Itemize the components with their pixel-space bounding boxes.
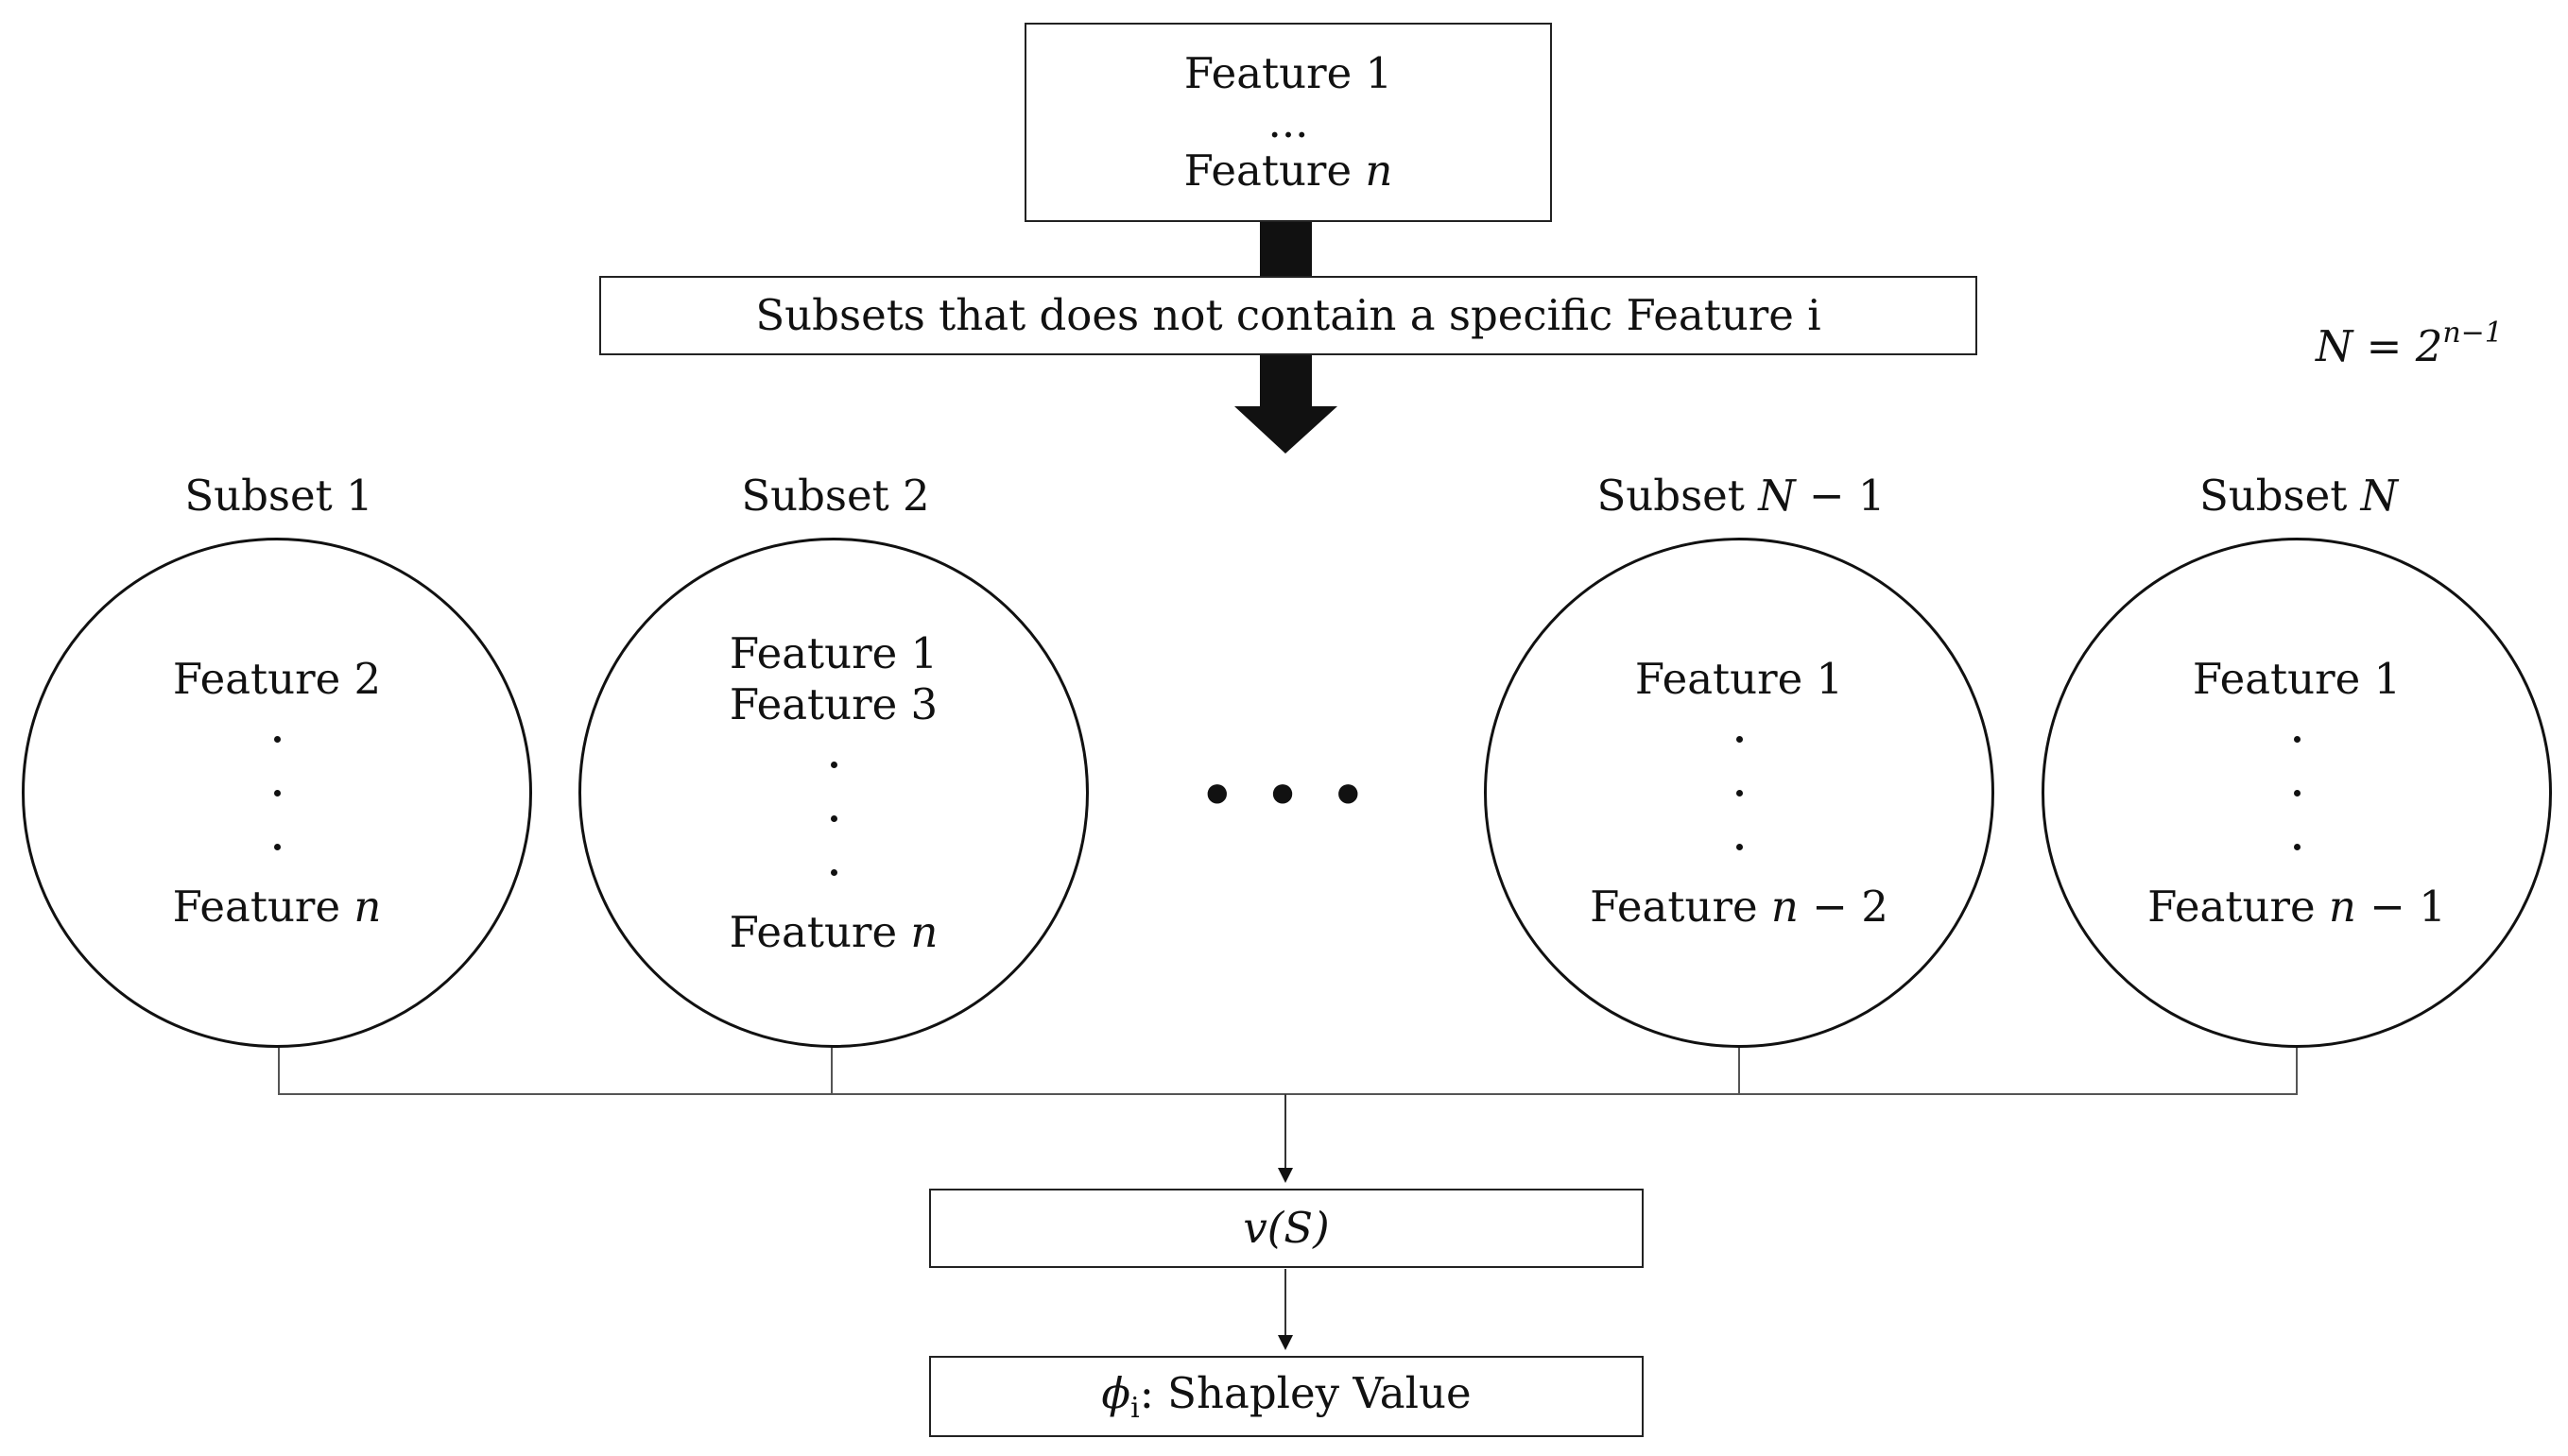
top-feature-last-var: n bbox=[1365, 146, 1393, 197]
vertical-dot bbox=[273, 735, 281, 743]
subset-n-minus-1-feature: Feature 1 bbox=[1634, 653, 1844, 704]
subset-n-last-feature: Feature n − 1 bbox=[2147, 882, 2446, 933]
subset-1-last-feature: Feature n bbox=[173, 882, 382, 933]
vertical-dot bbox=[273, 789, 281, 797]
thick-arrow-shaft-lower bbox=[1260, 354, 1312, 406]
subsets-box: Subsets that does not contain a specific… bbox=[599, 276, 1977, 355]
subsets-box-label: Subsets that does not contain a specific… bbox=[755, 290, 1821, 340]
subset-n-minus-1-last-suffix: − 2 bbox=[1798, 881, 1888, 932]
top-feature-last: Feature n bbox=[1184, 146, 1393, 197]
subset-1-label: Subset 1 bbox=[90, 471, 468, 521]
top-feature-first: Feature 1 bbox=[1183, 47, 1393, 98]
vertical-dot bbox=[1735, 843, 1743, 850]
vertical-dot bbox=[830, 868, 837, 876]
subset-n-minus-1-last-var: n bbox=[1770, 881, 1799, 932]
shapley-symbol: ϕ bbox=[1101, 1367, 1131, 1418]
subset-n-minus-1-last-feature: Feature n − 2 bbox=[1590, 882, 1888, 933]
shapley-text: : Shapley Value bbox=[1139, 1367, 1472, 1418]
vertical-dot bbox=[2293, 843, 2301, 850]
shapley-subscript: i bbox=[1130, 1391, 1140, 1425]
shapley-value-label: ϕi: Shapley Value bbox=[1101, 1368, 1471, 1426]
formula-exponent: n−1 bbox=[2442, 317, 2503, 350]
subset-2-last-feature: Feature n bbox=[730, 907, 939, 958]
shapley-value-box: ϕi: Shapley Value bbox=[929, 1356, 1644, 1437]
subset-2-feature-b: Feature 3 bbox=[729, 678, 939, 729]
subset-n-minus-1-label-var: N bbox=[1758, 471, 1796, 521]
subset-n-minus-1-vertical-dots bbox=[1735, 712, 1743, 874]
arrowhead-to-shapley bbox=[1278, 1335, 1293, 1350]
subset-n-label: Subset N bbox=[2110, 471, 2488, 521]
top-feature-ellipsis: ... bbox=[1267, 96, 1309, 147]
subsets-ellipsis: • • • bbox=[1199, 763, 1371, 828]
thick-arrow-shaft-upper bbox=[1260, 222, 1312, 277]
subset-n-last-var: n bbox=[2328, 881, 2356, 932]
subset-1-feature: Feature 2 bbox=[172, 653, 382, 704]
subset-n-minus-1-last-prefix: Feature bbox=[1590, 881, 1771, 932]
subset-2-feature-a: Feature 1 bbox=[729, 627, 939, 678]
subset-n-vertical-dots bbox=[2293, 712, 2301, 874]
subset-2-label-prefix: Subset 2 bbox=[741, 471, 930, 521]
subset-n-last-suffix: − 1 bbox=[2355, 881, 2446, 932]
formula-lhs: N = 2 bbox=[2316, 321, 2443, 371]
vertical-dot bbox=[830, 761, 837, 768]
subset-n-minus-1-label-prefix: Subset bbox=[1596, 471, 1759, 521]
subset-1-last-prefix: Feature bbox=[172, 881, 354, 932]
subset-n-label-prefix: Subset bbox=[2198, 471, 2361, 521]
subset-1-label-prefix: Subset 1 bbox=[184, 471, 373, 521]
vertical-dot bbox=[2293, 735, 2301, 743]
subset-2-vertical-dots bbox=[830, 738, 837, 899]
subset-n-last-prefix: Feature bbox=[2147, 881, 2329, 932]
subset-1-circle: Feature 2 Feature n bbox=[22, 538, 532, 1048]
subset-n-minus-1-label-suffix: − 1 bbox=[1795, 471, 1886, 521]
vertical-dot bbox=[830, 814, 837, 822]
vertical-dot bbox=[1735, 735, 1743, 743]
top-feature-last-prefix: Feature bbox=[1183, 146, 1366, 197]
subset-2-last-prefix: Feature bbox=[729, 906, 911, 957]
subset-1-last-var: n bbox=[353, 881, 382, 932]
thick-arrow-head bbox=[1234, 406, 1337, 454]
subset-2-circle: Feature 1 Feature 3 Feature n bbox=[578, 538, 1089, 1048]
subset-n-circle: Feature 1 Feature n − 1 bbox=[2042, 538, 2552, 1048]
subset-n-minus-1-circle: Feature 1 Feature n − 2 bbox=[1484, 538, 1994, 1048]
value-function-box: v(S) bbox=[929, 1189, 1644, 1268]
subset-n-feature: Feature 1 bbox=[2192, 653, 2402, 704]
vertical-dot bbox=[1735, 789, 1743, 797]
vertical-dot bbox=[273, 843, 281, 850]
subset-n-label-var: N bbox=[2360, 471, 2399, 521]
top-feature-box: Feature 1 ... Feature n bbox=[1025, 23, 1552, 222]
value-function-label: v(S) bbox=[1243, 1203, 1330, 1253]
subset-2-label: Subset 2 bbox=[646, 471, 1025, 521]
subset-2-last-var: n bbox=[910, 906, 939, 957]
arrowhead-to-value bbox=[1278, 1168, 1293, 1183]
subset-1-vertical-dots bbox=[273, 712, 281, 874]
subset-n-minus-1-label: Subset N − 1 bbox=[1552, 471, 1930, 521]
vertical-dot bbox=[2293, 789, 2301, 797]
subset-count-formula: N = 2n−1 bbox=[2316, 317, 2503, 372]
